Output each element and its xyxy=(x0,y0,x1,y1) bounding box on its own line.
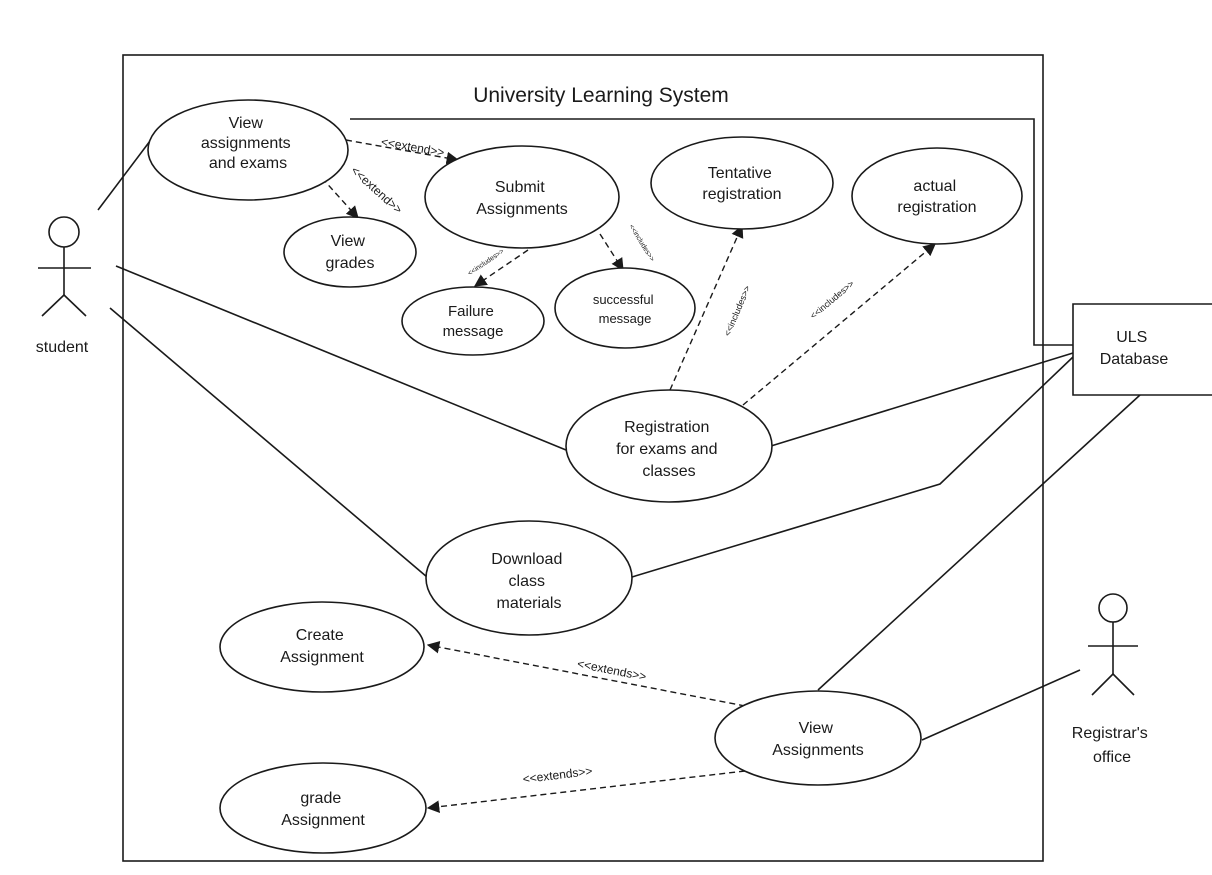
use-case-label: View assignments and exams xyxy=(201,115,295,172)
use-case-label: Submit Assignments xyxy=(476,179,568,218)
use-case-registration[interactable]: Registration for exams and classes xyxy=(565,389,773,503)
association-database-view-assignments xyxy=(817,394,1141,691)
use-case-label: Tentative registration xyxy=(702,165,781,203)
use-case-label: successful message xyxy=(593,292,657,326)
actor-label-student: student xyxy=(36,339,89,356)
dependencies xyxy=(321,139,936,813)
use-case-view-assignments[interactable]: View Assignments xyxy=(714,690,922,786)
association-registration-database xyxy=(770,352,1074,447)
use-case-label: View grades xyxy=(326,233,375,272)
use-case-label: grade Assignment xyxy=(281,790,365,829)
association-student-download xyxy=(109,307,428,578)
use-case-view-assignments-exams[interactable]: View assignments and exams xyxy=(147,99,349,201)
use-case-grade-assignment[interactable]: grade Assignment xyxy=(219,762,427,854)
use-case-label: Create Assignment xyxy=(280,627,364,666)
actor-registrar[interactable]: Registrar's office xyxy=(1072,593,1152,766)
label-extend-submit: <<extend>> xyxy=(380,135,446,160)
use-case-tentative-registration[interactable]: Tentative registration xyxy=(650,136,834,230)
system-boundary xyxy=(122,54,1044,862)
use-case-label: actual registration xyxy=(897,178,976,216)
use-case-label: Registration for exams and classes xyxy=(616,419,722,480)
extends-arrow-grade xyxy=(426,770,746,813)
student-figure-icon xyxy=(38,216,91,317)
extends-arrow-create xyxy=(426,640,746,707)
use-case-label: Failure message xyxy=(443,303,504,340)
association-download-database xyxy=(631,356,1074,578)
association-student-view-assignments-exams xyxy=(97,140,151,211)
label-includes-failure: <<includes>> xyxy=(467,248,506,277)
use-case-create-assignment[interactable]: Create Assignment xyxy=(219,601,425,693)
association-view-assignments-exams-database xyxy=(350,118,1073,346)
label-includes-actual: <<includes>> xyxy=(808,279,856,321)
use-case-label: Download class materials xyxy=(491,551,567,612)
actor-student[interactable]: student xyxy=(36,216,91,356)
label-extends-create: <<extends>> xyxy=(576,657,647,684)
actor-label-registrar: Registrar's office xyxy=(1072,725,1152,766)
includes-arrow-failure xyxy=(473,249,529,287)
associations xyxy=(97,118,1141,741)
label-extend-view-grades: <<extend>> xyxy=(348,163,405,216)
association-registrar-view-assignments xyxy=(921,669,1081,741)
registrar-figure-icon xyxy=(1088,593,1138,696)
label-includes-successful: <<includes>> xyxy=(627,224,655,263)
extend-arrow-submit xyxy=(345,139,460,165)
use-case-failure-message[interactable]: Failure message xyxy=(401,286,545,356)
uls-database[interactable]: ULS Database xyxy=(1072,303,1212,396)
database-label: ULS Database xyxy=(1100,329,1169,368)
label-includes-tentative: <<includes>> xyxy=(722,284,752,338)
extend-arrow-view-grades xyxy=(321,177,359,219)
use-case-successful-message[interactable]: successful message xyxy=(554,267,696,349)
use-case-actual-registration[interactable]: actual registration xyxy=(851,147,1023,245)
use-case-submit-assignments[interactable]: Submit Assignments xyxy=(424,145,620,249)
label-extends-grade: <<extends>> xyxy=(522,764,593,786)
system-title: University Learning System xyxy=(473,84,729,107)
use-case-view-grades[interactable]: View grades xyxy=(283,216,417,288)
use-case-label: View Assignments xyxy=(772,720,864,759)
association-student-registration xyxy=(115,265,567,451)
use-case-download-materials[interactable]: Download class materials xyxy=(425,520,633,636)
includes-arrow-actual xyxy=(742,243,936,406)
includes-arrow-successful xyxy=(599,233,624,272)
